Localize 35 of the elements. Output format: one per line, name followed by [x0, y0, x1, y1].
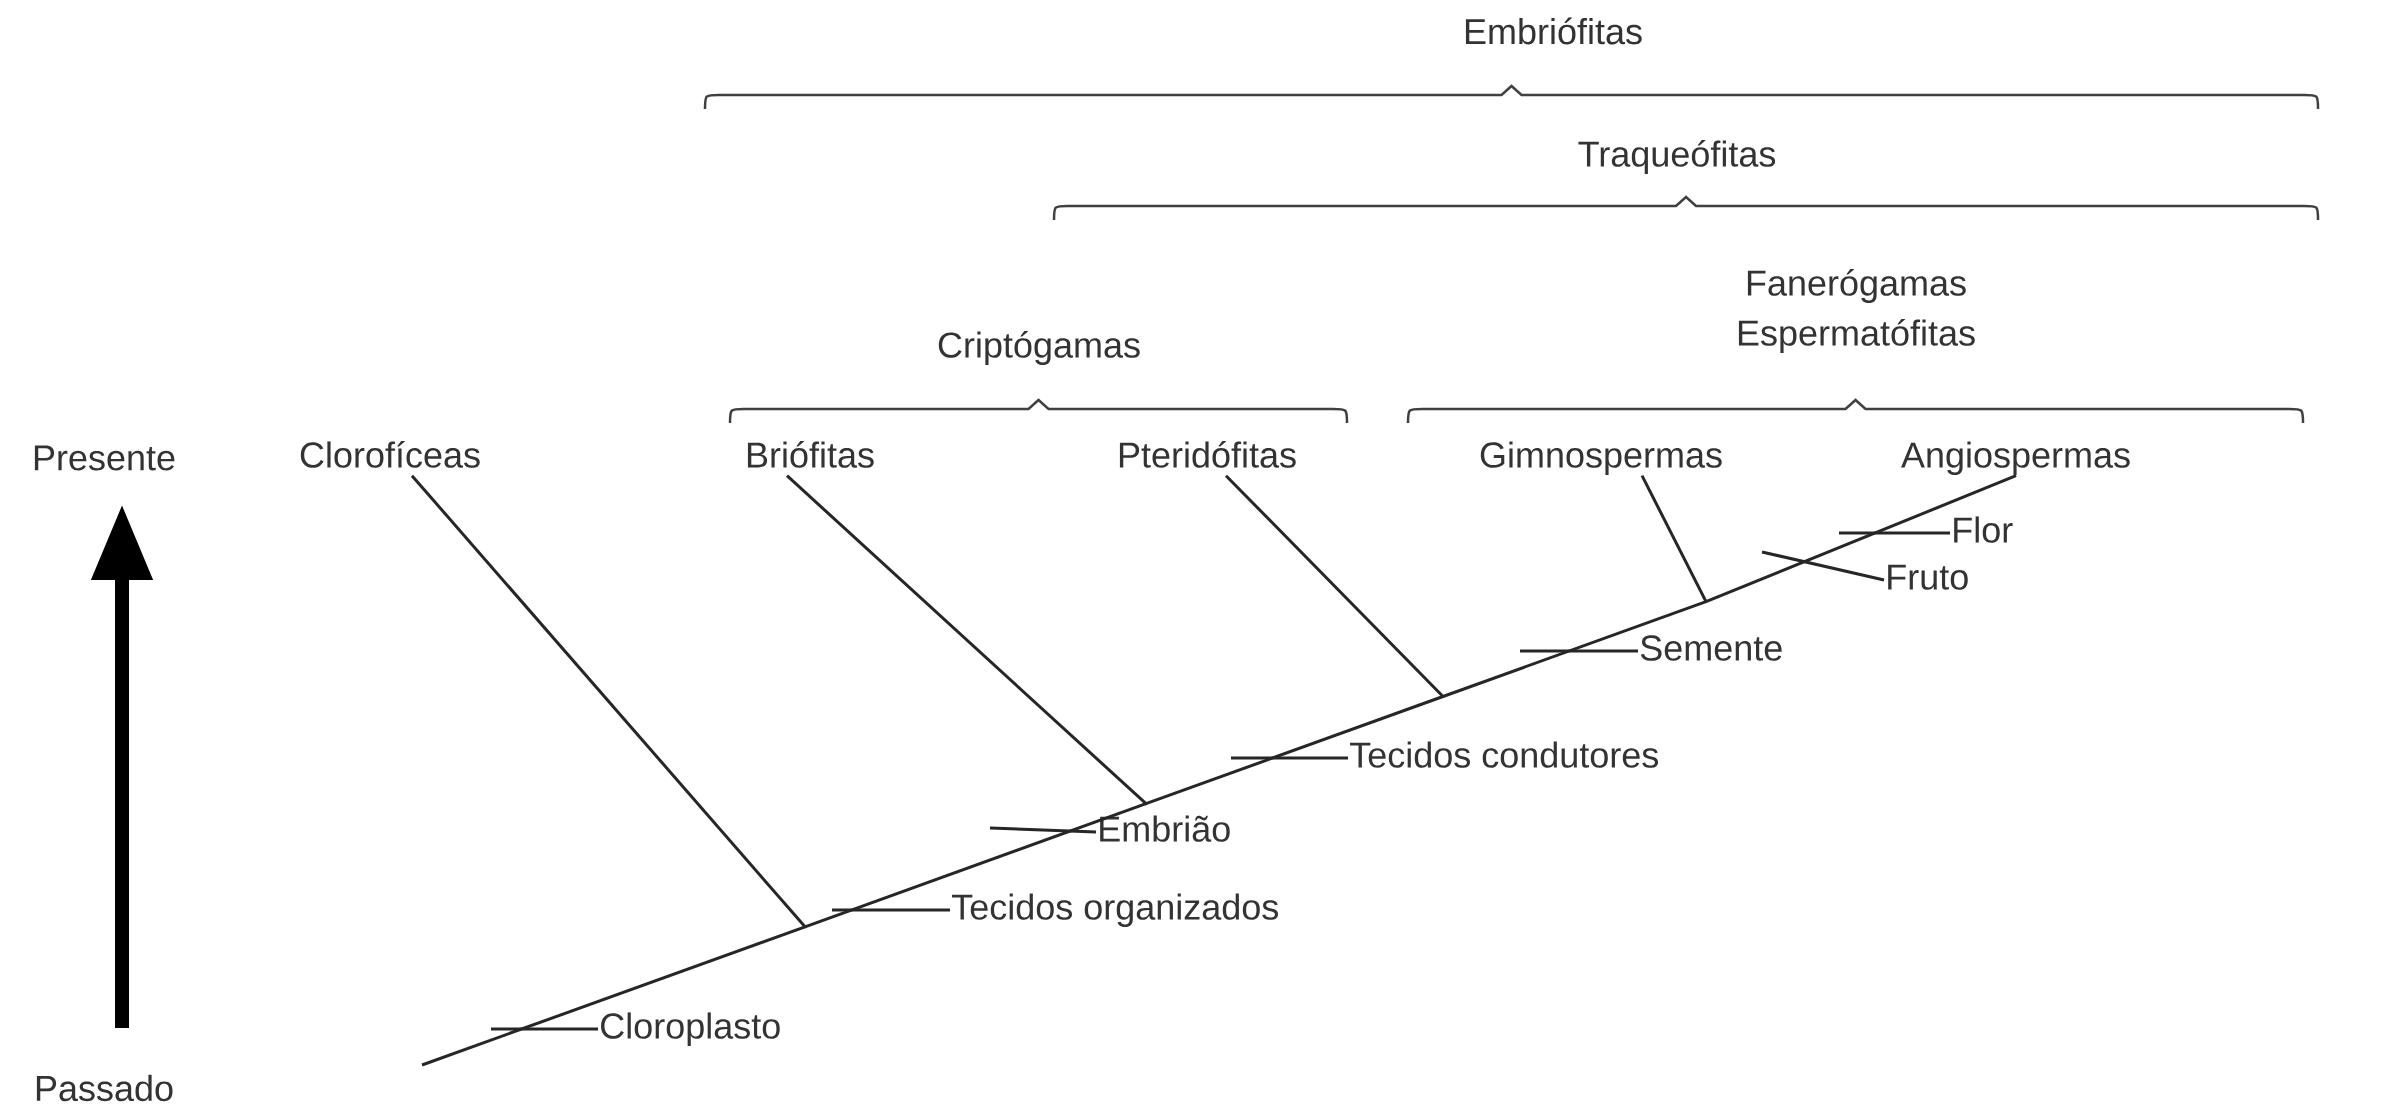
branch-line: [786, 474, 1148, 805]
leader-line: [1839, 531, 1950, 535]
trait-label: Cloroplasto: [601, 1012, 780, 1046]
taxon-label: Gimnospermas: [1480, 441, 1722, 475]
trunk-line: [421, 925, 806, 1067]
time-label: Presente: [34, 445, 175, 471]
branch-line: [410, 474, 807, 928]
trunk-line: [1705, 474, 2017, 603]
branch-line: [1224, 474, 1445, 698]
trait-label: Tecidos condutores: [1350, 741, 1659, 768]
leader-line: [832, 908, 950, 912]
leader-line: [989, 826, 1097, 834]
trait-label: Flor: [1954, 516, 2013, 543]
branch-line: [1640, 475, 1708, 603]
taxon-label: Pteridófitas: [1119, 441, 1296, 468]
leader-line: [1761, 550, 1885, 582]
trait-label: Embrião: [1100, 815, 1230, 842]
clade-label: Traqueófitas: [1578, 140, 1776, 174]
leader-line: [491, 1027, 598, 1031]
taxon-label: Clorofíceas: [300, 441, 480, 468]
trait-label: Fruto: [1888, 564, 1968, 590]
trait-label: Tecidos organizados: [952, 893, 1278, 927]
clade-label: Fanerógamas: [1747, 269, 1966, 303]
trait-label: Semente: [1640, 635, 1782, 661]
leader-line: [1520, 649, 1638, 653]
leader-line: [1231, 756, 1348, 760]
taxon-label: Briófitas: [747, 441, 874, 468]
trunk-line: [1145, 695, 1444, 806]
time-label: Passado: [36, 1074, 173, 1102]
trunk-line: [1442, 600, 1707, 698]
clade-label: Embriófitas: [1465, 17, 1642, 45]
taxon-label: Angiospermas: [1901, 441, 2130, 475]
clade-label: Criptógamas: [938, 331, 1140, 365]
clade-label: Espermatófitas: [1738, 319, 1975, 353]
trunk-line: [804, 802, 1147, 929]
